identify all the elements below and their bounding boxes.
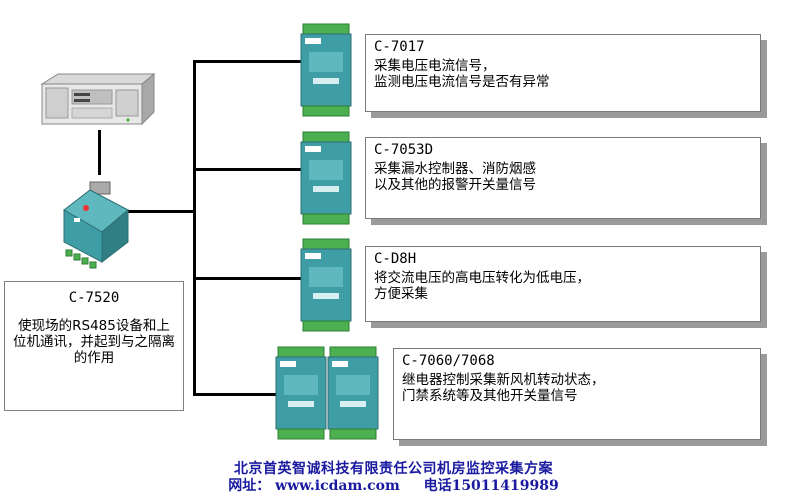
bus-to-d8h: [193, 277, 303, 280]
module-desc-line: 门禁系统等及其他开关量信号: [402, 388, 578, 404]
module-model: C-7060/7068: [402, 353, 495, 369]
converter-module-icon: [63, 181, 129, 269]
bus-to-7017: [193, 60, 303, 63]
footer-contact: 网址： www.icdam.com 电话15011419989: [0, 475, 787, 495]
converter-desc: 使现场的RS485设备和上位机通讯，并起到与之隔离的作用: [13, 318, 175, 366]
web-label: 网址：: [228, 478, 271, 494]
module-model: C-7017: [374, 39, 425, 55]
module-box-7060-7068: C-7060/7068 继电器控制采集新风机转动状态， 门禁系统等及其他开关量信…: [393, 348, 761, 440]
io-module-7053d-icon: [300, 131, 352, 225]
phone-number: 15011419989: [451, 478, 559, 494]
converter-to-bus: [125, 210, 195, 213]
bus-vertical: [193, 60, 196, 396]
module-desc-line: 继电器控制采集新风机转动状态，: [402, 372, 605, 388]
bus-to-7060: [193, 393, 276, 396]
module-desc-line: 以及其他的报警开关量信号: [374, 177, 536, 193]
io-module-7017-icon: [300, 23, 352, 117]
module-desc-line: 采集漏水控制器、消防烟感: [374, 161, 536, 177]
phone-label: 电话: [423, 478, 452, 494]
bus-to-7053d: [193, 168, 303, 171]
converter-description-box: C-7520 使现场的RS485设备和上位机通讯，并起到与之隔离的作用: [4, 281, 184, 411]
module-box-7017: C-7017 采集电压电流信号， 监测电压电流信号是否有异常: [365, 34, 761, 112]
module-model: C-7053D: [374, 142, 434, 158]
module-desc-line: 监测电压电流信号是否有异常: [374, 74, 550, 90]
module-desc-line: 将交流电压的高电压转化为低电压，: [374, 270, 590, 286]
io-module-7068-icon: [327, 346, 379, 440]
module-desc-line: 采集电压电流信号，: [374, 58, 496, 74]
io-module-d8h-icon: [300, 238, 352, 332]
module-box-d8h: C-D8H 将交流电压的高电压转化为低电压， 方便采集: [365, 246, 761, 322]
io-module-7060-icon: [275, 346, 327, 440]
footer-title: 北京首英智诚科技有限责任公司机房监控采集方案: [234, 461, 553, 477]
module-box-7053d: C-7053D 采集漏水控制器、消防烟感 以及其他的报警开关量信号: [365, 137, 761, 219]
website-link[interactable]: www.icdam.com: [275, 478, 400, 494]
industrial-pc-icon: [40, 72, 156, 126]
pc-to-converter: [98, 130, 101, 175]
converter-model: C-7520: [68, 290, 120, 306]
module-desc-line: 方便采集: [374, 286, 428, 302]
module-model: C-D8H: [374, 251, 417, 267]
